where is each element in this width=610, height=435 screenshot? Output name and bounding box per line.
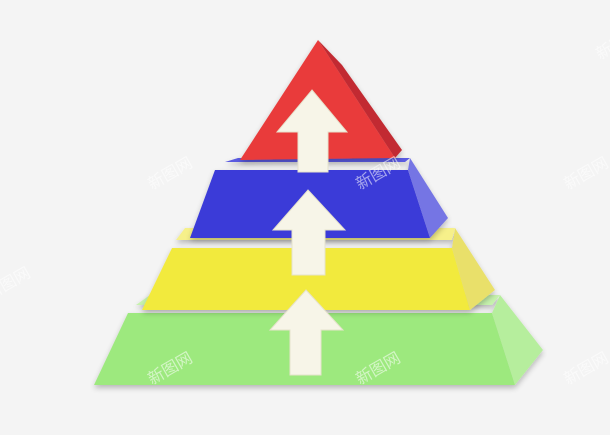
watermark: 新图网 <box>0 263 34 303</box>
watermark: 新图网 <box>561 153 610 193</box>
watermark: 新图网 <box>145 153 196 193</box>
layer-third-front <box>142 248 470 310</box>
up-arrow-icon <box>268 289 345 376</box>
watermark: 新图网 <box>593 23 610 63</box>
layer-base-side <box>492 295 543 385</box>
watermark: 新图网 <box>561 348 610 388</box>
up-arrow-icon <box>275 89 349 173</box>
up-arrow-icon <box>271 189 347 276</box>
layer-top-side <box>318 40 402 158</box>
layer-third-side <box>452 228 495 310</box>
layer-second-side <box>408 158 448 238</box>
